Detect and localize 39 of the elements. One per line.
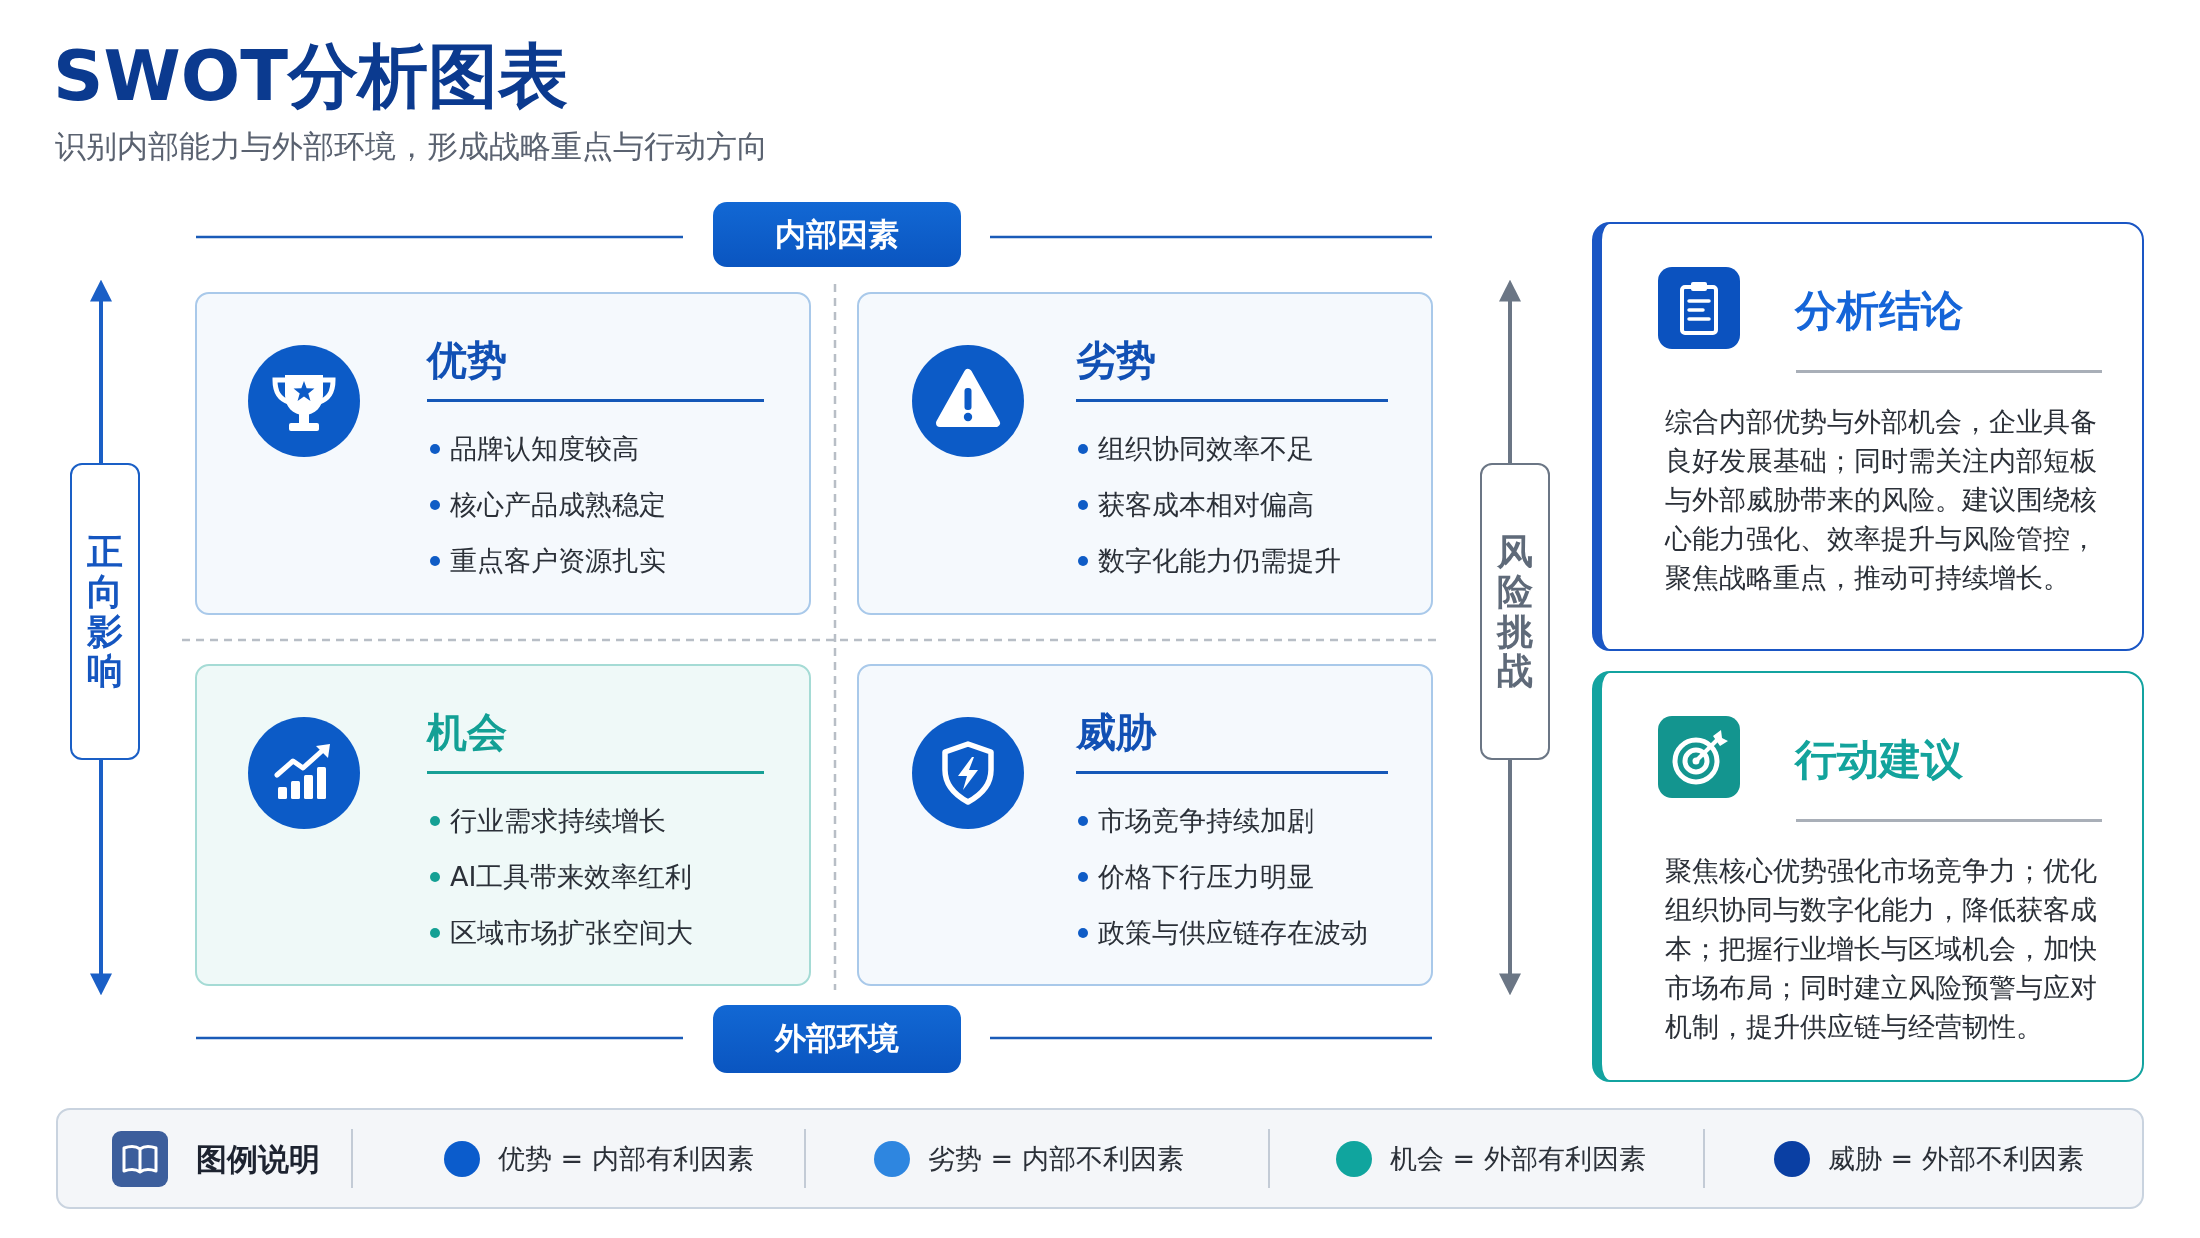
axis-label-frame <box>1480 463 1550 760</box>
quadrant-heading: 劣势 <box>1076 336 1156 385</box>
subtitle: 识别内部能力与外部环境，形成战略重点与行动方向 <box>55 127 768 166</box>
bullet-text: 获客成本相对偏高 <box>1098 488 1314 522</box>
quadrant-card <box>195 664 811 986</box>
quadrant-heading: 威胁 <box>1076 708 1156 757</box>
bullet-text: 市场竞争持续加剧 <box>1098 804 1314 838</box>
quadrant-heading: 机会 <box>427 708 507 757</box>
summary-panel <box>1592 671 2144 1082</box>
legend-text: 机会 = 外部有利因素 <box>1390 1142 1646 1176</box>
section-tag: 外部环境 <box>713 1005 961 1073</box>
legend-text: 威胁 = 外部不利因素 <box>1828 1142 2084 1176</box>
bullet-text: 价格下行压力明显 <box>1098 860 1314 894</box>
quadrant-heading: 优势 <box>427 336 507 385</box>
title: SWOT分析图表 <box>53 36 568 116</box>
bullet-text: 重点客户资源扎实 <box>450 544 666 578</box>
axis-label-frame <box>70 463 140 760</box>
axis-label: 正向影响 <box>87 532 123 691</box>
panel-body-text: 聚焦核心优势强化市场竞争力；优化组织协同与数字化能力，降低获客成本；把握行业增长与区域机会，加快市场布局；同时建立风险预警与应对机制，提升供应链与经营韧性。 <box>1665 854 2098 1044</box>
quadrant-card <box>195 292 811 615</box>
section-tag: 内部因素 <box>713 202 961 267</box>
quadrant-card <box>857 292 1433 615</box>
bullet-text: 核心产品成熟稳定 <box>450 488 666 522</box>
legend-text: 优势 = 内部有利因素 <box>498 1142 754 1176</box>
bullet-text: 政策与供应链存在波动 <box>1098 916 1368 950</box>
panel-heading: 行动建议 <box>1795 734 1963 786</box>
bullet-text: 品牌认知度较高 <box>450 432 639 466</box>
summary-panel <box>1592 222 2144 651</box>
panel-heading: 分析结论 <box>1795 285 1963 337</box>
bullet-text: 行业需求持续增长 <box>450 804 666 838</box>
panel-body-text: 综合内部优势与外部机会，企业具备良好发展基础；同时需关注内部短板与外部威胁带来的风险。建议围绕核心能力强化、效率提升与风险管控，聚焦战略重点，推动可持续增长。 <box>1665 405 2098 595</box>
bullet-text: AI工具带来效率红利 <box>450 860 693 894</box>
bullet-text: 区域市场扩张空间大 <box>450 916 693 950</box>
axis-label: 风险挑战 <box>1497 532 1533 691</box>
bullet-text: 组织协同效率不足 <box>1098 432 1314 466</box>
legend-text: 劣势 = 内部不利因素 <box>928 1142 1184 1176</box>
bullet-text: 数字化能力仍需提升 <box>1098 544 1341 578</box>
quadrant-card <box>857 664 1433 986</box>
legend-title: 图例说明 <box>196 1140 320 1179</box>
